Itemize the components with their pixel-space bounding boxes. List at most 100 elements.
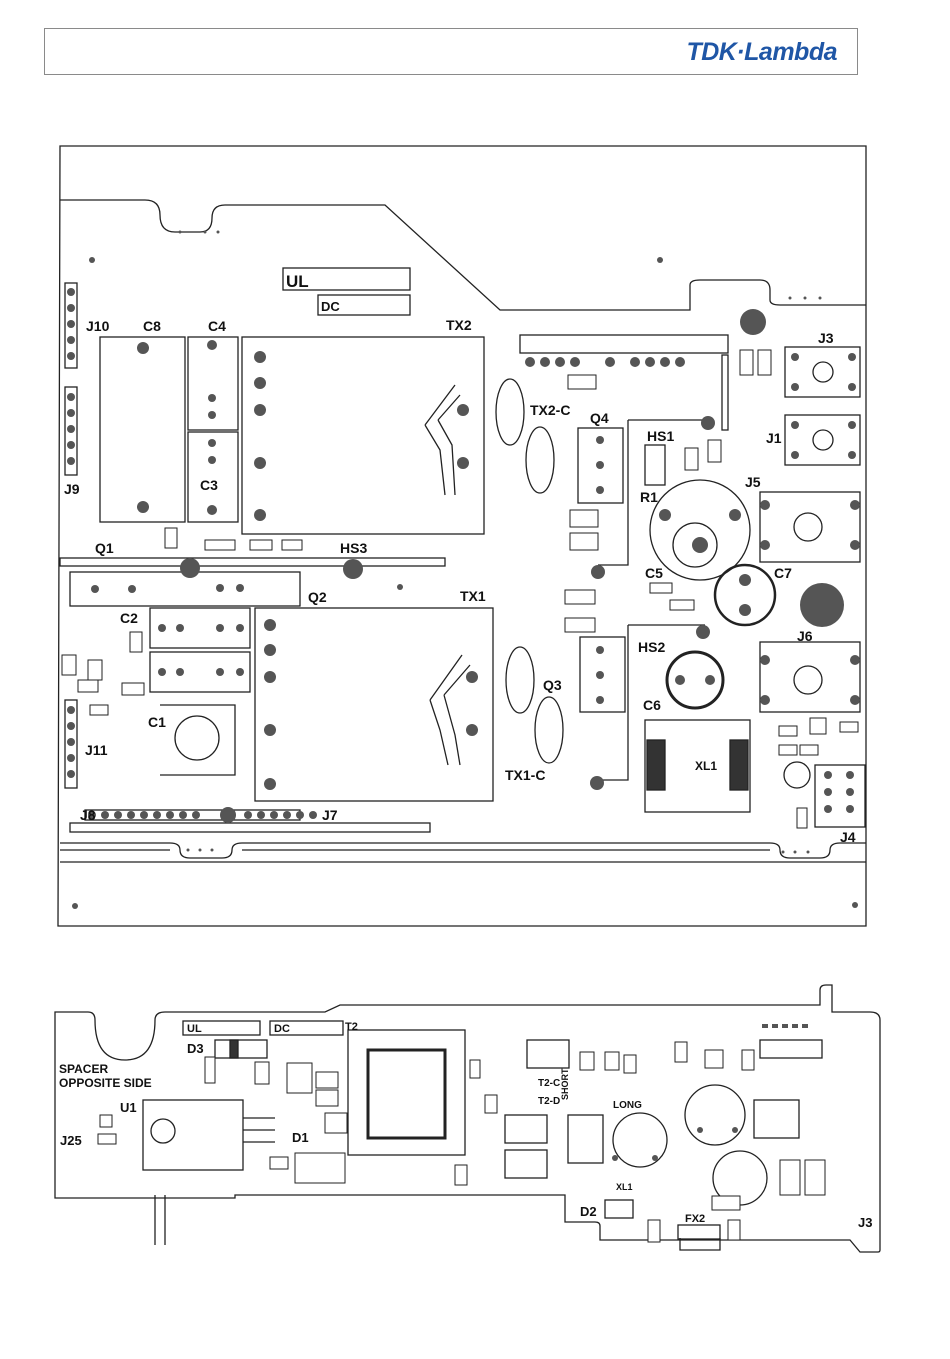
right-vertical-rail — [722, 355, 728, 430]
label-j7: J7 — [322, 807, 338, 823]
u1-regulator — [143, 1100, 243, 1170]
label-short: SHORT — [560, 1068, 570, 1100]
tx1c-oval-a — [506, 647, 534, 713]
label-q1: Q1 — [95, 540, 114, 556]
j4-connector — [815, 765, 865, 827]
tx2c-oval-a — [496, 379, 524, 445]
xu4-right-chip — [754, 1100, 799, 1138]
label-hs3: HS3 — [340, 540, 367, 556]
label-j10: J10 — [86, 318, 110, 334]
fx2-fuse — [678, 1225, 720, 1239]
bottom-rail — [60, 850, 866, 862]
label-j9: J9 — [64, 481, 80, 497]
bottom-board — [55, 985, 880, 1252]
hs1-block — [645, 445, 665, 485]
label-j11: J11 — [85, 742, 108, 758]
label-fx2: FX2 — [685, 1213, 705, 1225]
bottom-bar — [70, 823, 430, 832]
label-c8: C8 — [143, 318, 161, 334]
label-c3: C3 — [200, 477, 218, 493]
tx1-core-marks — [430, 655, 470, 765]
label-ul: UL — [286, 272, 309, 291]
c8-block — [100, 337, 185, 522]
xc13-cap — [613, 1113, 667, 1167]
label-c5: C5 — [645, 565, 663, 581]
label-hs2: HS2 — [638, 639, 665, 655]
label-q3: Q3 — [543, 677, 562, 693]
label-hs1: HS1 — [647, 428, 674, 444]
bottom-board-outline — [55, 985, 880, 1252]
u1-tab-hole — [151, 1119, 175, 1143]
xl1-bottom — [605, 1200, 633, 1218]
trimmer — [784, 762, 810, 788]
j6-hole — [794, 666, 822, 694]
label-j6: J6 — [797, 628, 813, 644]
j5-connector — [760, 492, 860, 562]
tx2-core-marks — [425, 385, 460, 495]
label-bottom-ul: UL — [187, 1023, 202, 1035]
label-bottom-j3: J3 — [858, 1215, 872, 1230]
label-d2: D2 — [580, 1204, 597, 1219]
d3-band — [230, 1040, 238, 1058]
top-header-strip — [520, 335, 728, 353]
top-board — [58, 146, 866, 926]
label-c6: C6 — [643, 697, 661, 713]
xl1-pad-left — [647, 740, 665, 790]
tx2c-oval-b — [526, 427, 554, 493]
label-tx2c: TX2-C — [530, 402, 570, 418]
d3-diode — [215, 1040, 267, 1058]
c5-cap — [650, 480, 750, 580]
j6-connector — [760, 642, 860, 712]
label-r1: R1 — [640, 489, 658, 505]
label-bottom-xl1: XL1 — [616, 1182, 633, 1192]
label-c1: C1 — [148, 714, 166, 730]
label-j1: J1 — [766, 430, 782, 446]
tx2-transformer — [242, 337, 484, 534]
label-c2: C2 — [120, 610, 138, 626]
xu6-chip — [505, 1115, 547, 1143]
bottom-board-tabs — [155, 1195, 720, 1250]
xu4-chip — [505, 1150, 547, 1178]
label-u1: U1 — [120, 1100, 137, 1115]
label-q2: Q2 — [308, 589, 327, 605]
label-long: LONG — [613, 1100, 642, 1111]
label-d1: D1 — [292, 1130, 309, 1145]
j3-hole — [813, 362, 833, 382]
label-c4: C4 — [208, 318, 226, 334]
label-j3: J3 — [818, 330, 834, 346]
c1-cap — [175, 716, 219, 760]
label-tx2: TX2 — [446, 317, 472, 333]
label-j25: J25 — [60, 1133, 82, 1148]
q1-q2-heatsink — [70, 572, 300, 606]
tx1-transformer — [255, 608, 493, 801]
xc12-cap — [685, 1085, 745, 1145]
xu1-chip — [760, 1040, 822, 1058]
label-q4: Q4 — [590, 410, 609, 426]
hs3-bar — [60, 558, 445, 566]
j1-hole — [813, 430, 833, 450]
label-c7: C7 — [774, 565, 792, 581]
xl1-pad-right — [730, 740, 748, 790]
tx1c-oval-b — [535, 697, 563, 763]
label-spacer: SPACER — [59, 1062, 108, 1076]
label-tx1c: TX1-C — [505, 767, 545, 783]
u1-leads — [243, 1118, 275, 1142]
label-t2c: T2-C — [538, 1078, 560, 1089]
xu5-chip — [527, 1040, 569, 1068]
label-d3: D3 — [187, 1041, 204, 1056]
label-bottom-dc: DC — [274, 1023, 290, 1035]
label-j5: J5 — [745, 474, 761, 490]
j5-hole — [794, 513, 822, 541]
t2-core — [368, 1050, 445, 1138]
smd-parts — [62, 350, 858, 1242]
xu8-chip — [568, 1115, 603, 1163]
label-t2: T2 — [345, 1021, 358, 1033]
label-t2d: T2-D — [538, 1096, 560, 1107]
label-opposite-side: OPPOSITE SIDE — [59, 1076, 152, 1090]
label-xl1: XL1 — [695, 759, 717, 773]
top-board-outline — [58, 146, 866, 926]
top-slot-line — [60, 200, 866, 310]
label-j4: J4 — [840, 829, 856, 845]
label-j8: J8 — [80, 807, 96, 823]
